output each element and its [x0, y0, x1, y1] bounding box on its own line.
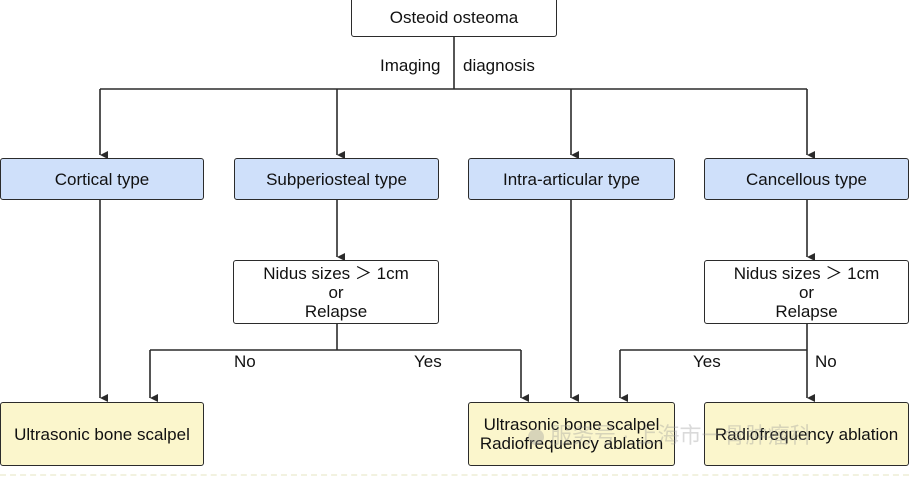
root-node: Osteoid osteoma: [351, 0, 557, 37]
type-cancellous-label: Cancellous type: [746, 169, 867, 189]
decision-left-line1: Nidus sizes ＞ 1cm: [263, 263, 409, 283]
decision-right-line1: Nidus sizes ＞ 1cm: [733, 263, 880, 283]
edge-label-diagnosis: diagnosis: [461, 56, 535, 75]
decision-left-line2: or: [328, 282, 344, 302]
decision-right-line2: or: [798, 282, 815, 302]
type-subperiosteal-label: Subperiosteal type: [266, 169, 407, 189]
outcome-combined: Ultrasonic bone scalpel Radiofrequency a…: [468, 402, 675, 466]
type-subperiosteal: Subperiosteal type: [234, 158, 439, 200]
branch-label-left-yes: Yes: [414, 352, 442, 371]
outcome-combined-line2: Radiofrequency ablation: [479, 434, 664, 453]
root-label: Osteoid osteoma: [389, 7, 519, 27]
branch-label-right-no: No: [815, 352, 837, 371]
outcome-radiofrequency: Radiofrequency ablation: [704, 402, 909, 466]
type-intra-articular: Intra-articular type: [468, 158, 675, 200]
outcome-ultrasonic: Ultrasonic bone scalpel: [0, 402, 204, 466]
outcome-radiofrequency-label: Radiofrequency ablation: [714, 424, 899, 444]
decision-left-line3: Relapse: [304, 301, 368, 321]
edge-label-imaging: Imaging: [380, 56, 445, 75]
bottom-divider: [0, 474, 909, 476]
type-intra-articular-label: Intra-articular type: [503, 169, 640, 189]
type-cancellous: Cancellous type: [704, 158, 909, 200]
branch-label-left-no: No: [234, 352, 256, 371]
decision-subperiosteal: Nidus sizes ＞ 1cm or Relapse: [233, 260, 439, 324]
branch-label-right-yes: Yes: [693, 352, 721, 371]
decision-cancellous: Nidus sizes ＞ 1cm or Relapse: [704, 260, 909, 324]
outcome-combined-line1: Ultrasonic bone scalpel: [483, 415, 660, 434]
outcome-ultrasonic-label: Ultrasonic bone scalpel: [14, 424, 190, 444]
decision-right-line3: Relapse: [775, 301, 838, 321]
type-cortical: Cortical type: [0, 158, 204, 200]
type-cortical-label: Cortical type: [54, 169, 150, 189]
